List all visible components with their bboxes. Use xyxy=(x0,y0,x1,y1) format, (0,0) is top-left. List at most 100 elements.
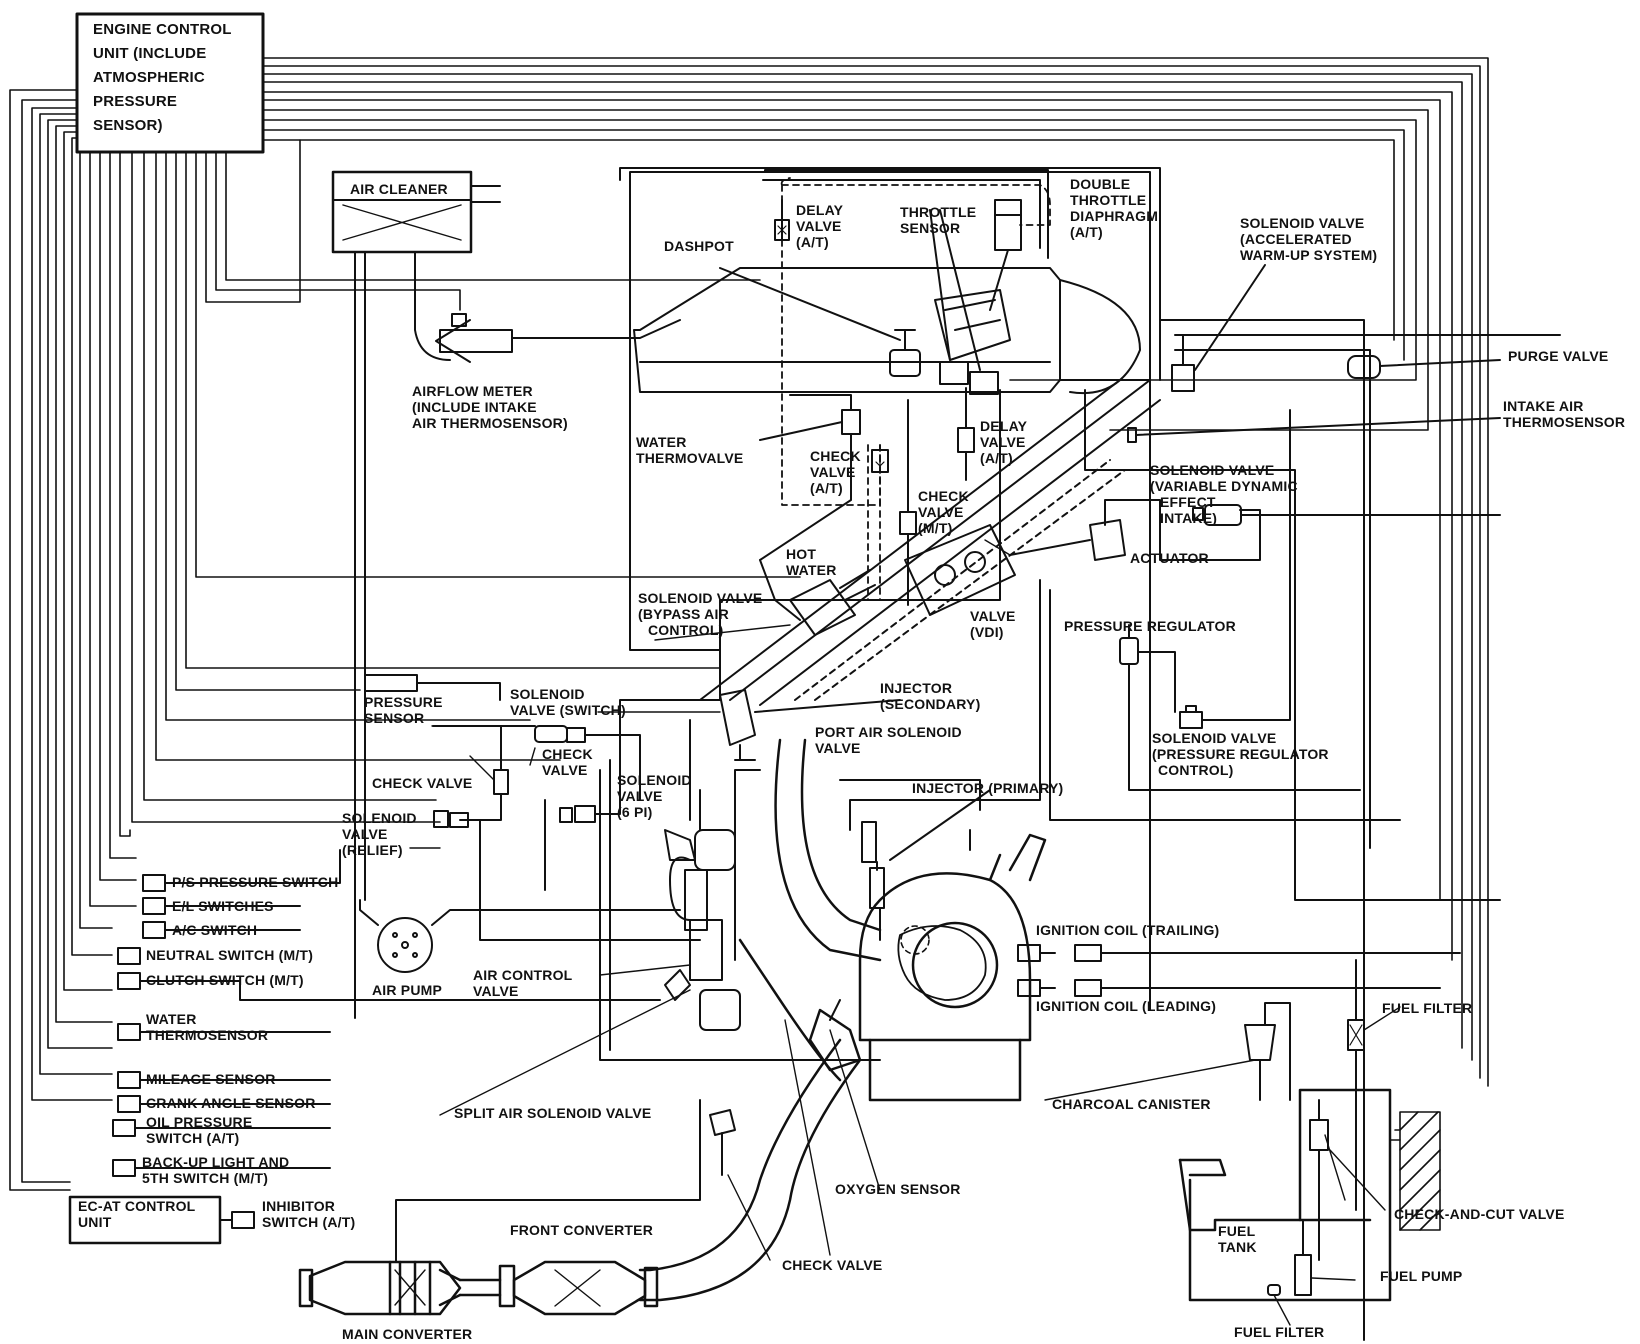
ecu-label: ENGINE CONTROL UNIT (INCLUDE ATMOSPHERIC… xyxy=(93,21,232,134)
ecu-box xyxy=(75,12,265,154)
charcoal-canister-part xyxy=(1244,1002,1291,1101)
solenoid-relief-label: SOLENOID VALVE (RELIEF) xyxy=(342,810,417,858)
check-valve-left-part xyxy=(459,725,509,821)
solenoid-bypass-label: SOLENOID VALVE (BYPASS AIR CONTROL) xyxy=(638,590,763,638)
split-air-solenoid-label: SPLIT AIR SOLENOID VALVE xyxy=(454,1105,652,1121)
ignition-coils xyxy=(1017,944,1461,997)
hot-water-label: HOT WATER xyxy=(786,546,837,578)
oxygen-sensor-label: OXYGEN SENSOR xyxy=(835,1181,961,1197)
check-valve-left-label: CHECK VALVE xyxy=(372,775,473,791)
water-thermovalve xyxy=(759,394,861,561)
check-valve-mt-label: CHECK VALVE (M/T) xyxy=(918,488,969,536)
ignition-leading-label: IGNITION COIL (LEADING) xyxy=(1036,998,1217,1014)
dashpot-label: DASHPOT xyxy=(664,238,734,254)
split-air-solenoid xyxy=(664,829,696,1001)
el-switches-label: E/L SWITCHES xyxy=(172,898,274,914)
air-control-valve-label: AIR CONTROL VALVE xyxy=(473,967,573,999)
actuator xyxy=(1009,499,1261,561)
fuel-tank-label: FUEL TANK xyxy=(1218,1223,1257,1255)
check-valve-small-label: CHECK VALVE xyxy=(542,746,593,778)
vdi-valve xyxy=(904,524,1016,616)
pressure-sensor-part xyxy=(364,674,501,701)
crank-angle-sensor-label: CRANK ANGLE SENSOR xyxy=(146,1095,316,1111)
throttle-sensor-label: THROTTLE SENSOR xyxy=(900,204,977,236)
fuel-pump-label: FUEL PUMP xyxy=(1380,1268,1463,1284)
injector-primary-label: INJECTOR (PRIMARY) xyxy=(912,780,1064,796)
ps-pressure-switch-label: P/S PRESSURE SWITCH xyxy=(172,874,339,890)
fuel-tank xyxy=(1178,1088,1392,1302)
ecu-harness-left xyxy=(9,89,801,1191)
air-pump-label: AIR PUMP xyxy=(372,982,443,998)
check-valve-at-label: CHECK VALVE (A/T) xyxy=(810,448,861,496)
vacuum-hoses-upper xyxy=(619,167,1561,1341)
inhibitor-switch-label: INHIBITOR SWITCH (A/T) xyxy=(262,1198,356,1230)
injector-secondary-label: INJECTOR (SECONDARY) xyxy=(880,680,981,712)
check-and-cut-valve-part xyxy=(1309,1099,1329,1261)
intake-runner xyxy=(699,379,1161,706)
neutral-switch-label: NEUTRAL SWITCH (M/T) xyxy=(146,947,314,963)
delay-valve-top-label: DELAY VALVE (A/T) xyxy=(796,202,844,250)
airflow-meter xyxy=(435,313,681,363)
fuel-filter-right-label: FUEL FILTER xyxy=(1382,1000,1473,1016)
main-converter-part xyxy=(298,1260,516,1316)
pressure-sensor-label: PRESSURE SENSOR xyxy=(364,694,443,726)
charcoal-canister-label: CHARCOAL CANISTER xyxy=(1052,1096,1211,1112)
ecat-unit-label: EC-AT CONTROL UNIT xyxy=(78,1198,196,1230)
fuel-pump-part xyxy=(1294,1219,1312,1296)
delay-valve-mid xyxy=(957,387,975,481)
actuator-label: ACTUATOR xyxy=(1130,550,1209,566)
rotary-engine xyxy=(858,833,1047,1102)
solenoid-pressure-reg-label: SOLENOID VALVE (PRESSURE REGULATOR CONTR… xyxy=(1152,730,1329,778)
delay-valve-mid-label: DELAY VALVE (A/T) xyxy=(980,418,1028,466)
injector-secondary-part xyxy=(719,689,901,761)
intake-plenum xyxy=(633,267,1141,395)
oil-pressure-switch-label: OIL PRESSURE SWITCH (A/T) xyxy=(146,1114,253,1146)
main-converter-label: MAIN CONVERTER xyxy=(342,1326,473,1342)
delay-valve-top xyxy=(774,199,790,241)
solenoid-vdi xyxy=(1192,504,1501,526)
solenoid-pressure-reg xyxy=(1179,409,1291,729)
hatched-wall xyxy=(1389,1111,1441,1231)
dashed-hose-loop xyxy=(780,177,1051,506)
intake-air-thermosensor-label: INTAKE AIR THERMOSENSOR xyxy=(1503,398,1626,430)
pressure-regulator-label: PRESSURE REGULATOR xyxy=(1064,618,1236,634)
ac-switch-label: A/C SWITCH xyxy=(172,922,258,938)
leader-lines xyxy=(409,539,1401,1326)
solenoid-warmup xyxy=(1171,264,1266,392)
solenoid-warmup-label: SOLENOID VALVE (ACCELERATED WARM-UP SYST… xyxy=(1240,215,1378,263)
check-valve-at xyxy=(871,449,889,473)
check-valve-mt xyxy=(899,399,917,606)
front-converter-label: FRONT CONVERTER xyxy=(510,1222,653,1238)
solenoid-switch-label: SOLENOID VALVE (SWITCH) xyxy=(510,686,626,718)
fuel-filter-bottom-part xyxy=(1267,1284,1281,1296)
double-throttle-label: DOUBLE THROTTLE DIAPHRAGM (A/T) xyxy=(1070,176,1159,240)
solenoid-6pi-label: SOLENOID VALVE (6 PI) xyxy=(617,772,692,820)
port-air-solenoid-label: PORT AIR SOLENOID VALVE xyxy=(815,724,962,756)
air-pump xyxy=(359,899,681,973)
purge-valve-label: PURGE VALVE xyxy=(1508,348,1609,364)
airflow-meter-label: AIRFLOW METER (INCLUDE INTAKE AIR THERMO… xyxy=(412,383,568,431)
throttle-body xyxy=(929,209,1011,395)
solenoid-relief xyxy=(433,810,701,941)
solenoid-6pi xyxy=(544,699,721,891)
solenoid-vdi-label: SOLENOID VALVE (VARIABLE DYNAMIC EFFECT … xyxy=(1150,462,1298,526)
purge-valve xyxy=(1347,355,1501,401)
check-valve-bottom-label: CHECK VALVE xyxy=(782,1257,883,1273)
center-hoses xyxy=(599,389,1501,1061)
clutch-switch-label: CLUTCH SWITCH (M/T) xyxy=(146,972,304,988)
dashpot xyxy=(719,267,921,377)
ignition-trailing-label: IGNITION COIL (TRAILING) xyxy=(1036,922,1220,938)
water-thermosensor-label: WATER THERMOSENSOR xyxy=(146,1011,269,1043)
pressure-regulator xyxy=(1119,624,1361,791)
sensor-boxes-left xyxy=(112,849,661,1177)
double-throttle-diaphragm xyxy=(989,199,1022,311)
valve-vdi-label: VALVE (VDI) xyxy=(970,608,1016,640)
backup-light-label: BACK-UP LIGHT AND 5TH SWITCH (M/T) xyxy=(142,1154,290,1186)
exhaust-system xyxy=(638,738,882,1302)
exhaust-check-valves xyxy=(709,999,841,1176)
air-cleaner-label: AIR CLEANER xyxy=(350,181,448,197)
air-control-valve xyxy=(669,829,741,1031)
mileage-sensor-label: MILEAGE SENSOR xyxy=(146,1071,276,1087)
